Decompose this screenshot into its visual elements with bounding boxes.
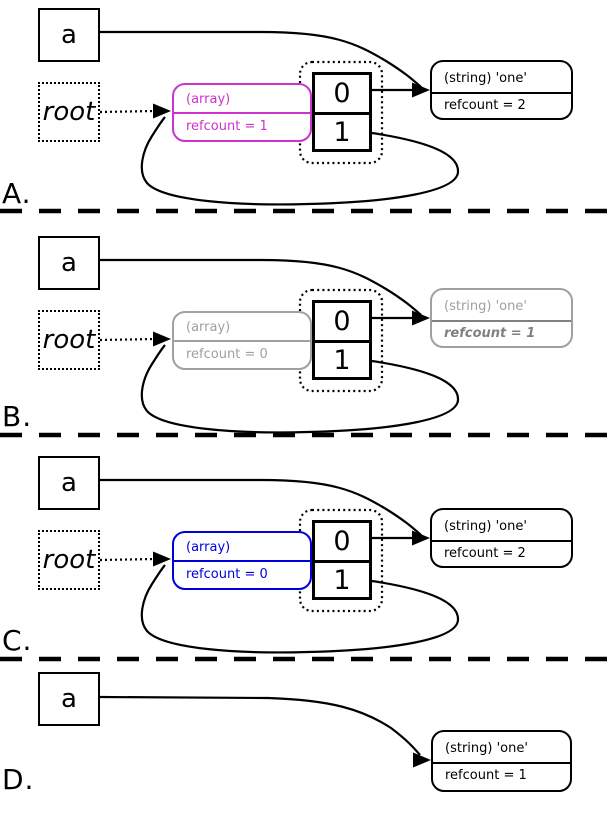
array-cells-box: 0 1 <box>312 520 372 600</box>
root-box: root <box>38 82 100 142</box>
array-box: (array) refcount = 1 <box>172 83 312 142</box>
array-box: (array) refcount = 0 <box>172 311 312 370</box>
panel-a: a root (array) refcount = 1 0 1 (string)… <box>0 0 614 212</box>
array-cells-box: 0 1 <box>312 300 372 380</box>
string-title: (string) 'one' <box>444 70 527 86</box>
cell-1: 1 <box>315 340 369 377</box>
string-title: (string) 'one' <box>444 518 527 534</box>
root-box: root <box>38 530 100 590</box>
root-box: root <box>38 310 100 370</box>
root-label: root <box>42 97 96 127</box>
array-title: (array) <box>186 320 231 335</box>
array-title: (array) <box>186 540 231 555</box>
variable-a-label: a <box>61 20 77 50</box>
array-refcount: refcount = 0 <box>174 340 310 367</box>
panel-a-label: A. <box>2 177 32 210</box>
variable-a-label: a <box>61 468 77 498</box>
variable-a-box: a <box>38 8 100 62</box>
string-box: (string) 'one' refcount = 1 <box>430 288 573 348</box>
string-box: (string) 'one' refcount = 2 <box>430 60 573 120</box>
string-title: (string) 'one' <box>444 298 527 314</box>
string-refcount: refcount = 1 <box>432 320 571 345</box>
string-title: (string) 'one' <box>445 740 528 756</box>
panel-d: a (string) 'one' refcount = 1 D. <box>0 664 614 814</box>
root-label: root <box>42 325 96 355</box>
cell-1: 1 <box>315 560 369 597</box>
array-refcount: refcount = 0 <box>174 560 310 587</box>
string-refcount: refcount = 2 <box>432 540 571 565</box>
variable-a-box: a <box>38 456 100 510</box>
string-box: (string) 'one' refcount = 1 <box>431 730 572 792</box>
panel-b-label: B. <box>2 400 33 433</box>
string-box: (string) 'one' refcount = 2 <box>430 508 573 568</box>
a-to-string-arrow-d <box>99 695 421 756</box>
variable-a-label: a <box>61 248 77 278</box>
cell-0: 0 <box>333 306 351 337</box>
array-box: (array) refcount = 0 <box>172 531 312 590</box>
string-arrowhead-icon-d <box>413 752 431 768</box>
panel-d-label: D. <box>2 763 35 796</box>
panel-c-label: C. <box>2 624 33 657</box>
string-refcount: refcount = 1 <box>433 762 570 787</box>
string-refcount: refcount = 2 <box>432 92 571 117</box>
variable-a-box: a <box>38 672 100 726</box>
cell-0: 0 <box>333 526 351 557</box>
cell-0: 0 <box>333 78 351 109</box>
array-refcount: refcount = 1 <box>174 112 310 139</box>
panel-c: a root (array) refcount = 0 0 1 (string)… <box>0 448 614 660</box>
variable-a-box: a <box>38 236 100 290</box>
array-cells-box: 0 1 <box>312 72 372 152</box>
array-title: (array) <box>186 92 231 107</box>
variable-a-label: a <box>61 684 77 714</box>
panel-b: a root (array) refcount = 0 0 1 (string)… <box>0 228 614 436</box>
root-label: root <box>42 545 96 575</box>
cell-1: 1 <box>315 112 369 149</box>
